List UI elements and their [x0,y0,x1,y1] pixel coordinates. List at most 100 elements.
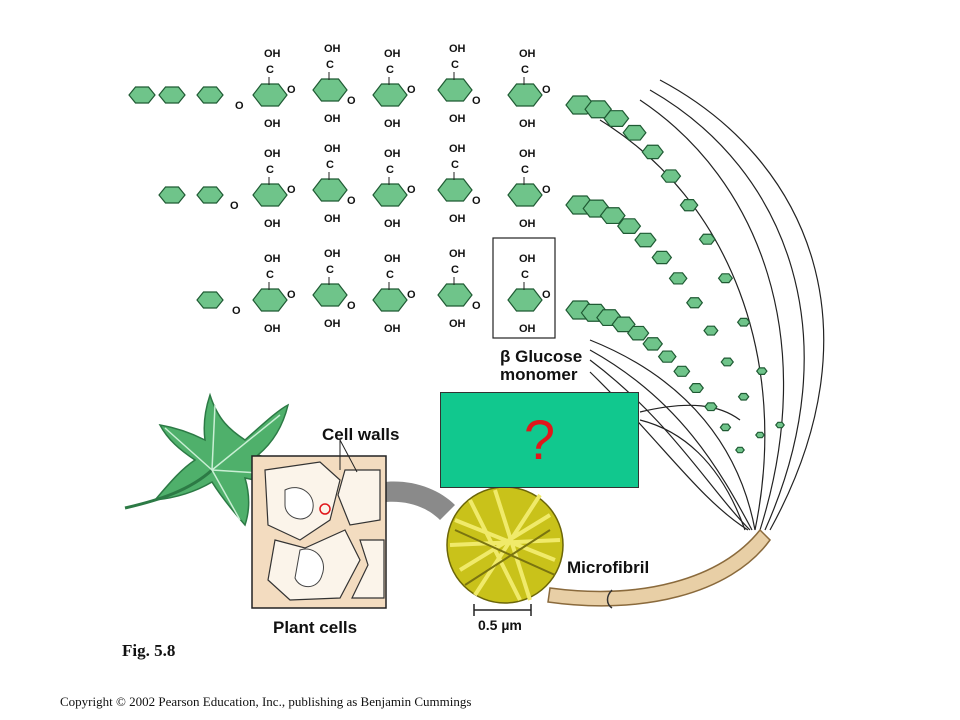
atom-oh: OH [324,213,341,225]
scale-label: 0.5 µm [478,617,522,633]
atom-o: O [347,195,356,207]
glucose-ring [507,183,543,207]
glucose-ring [617,218,642,234]
atom-o: O [287,84,296,96]
glucose-ring [128,86,156,104]
leaf-icon [124,392,302,527]
atom-oh: OH [324,43,341,55]
atom-oh: OH [384,323,401,335]
atom-labels: O OH C OH O OH C OH O OH C OH O OH C OH O OH C OH O O OH C OH O OH… [230,43,551,335]
glucose-ring [437,178,473,202]
glucose-ring [720,357,735,367]
atom-c: C [521,64,529,76]
atom-oh: OH [449,113,466,125]
atom-o: O [407,84,416,96]
atom-oh: OH [264,218,281,230]
atom-oh: OH [264,323,281,335]
glucose-ring [673,365,691,377]
glucose-ring [437,283,473,307]
microfibril-label: Microfibril [567,558,650,577]
atom-oh: OH [264,118,281,130]
atom-oh: OH [449,248,466,260]
glucose-ring [372,183,408,207]
glucose-ring [312,178,348,202]
atom-oh: OH [384,253,401,265]
atom-c: C [451,59,459,71]
atom-o: O [347,95,356,107]
glucose-ring [660,169,682,183]
micrograph-image [446,486,564,604]
atom-o: O [542,84,551,96]
atom-o: O [407,289,416,301]
plant-cells-label: Plant cells [273,618,358,637]
glucose-ring [312,283,348,307]
glucose-ring [704,402,718,412]
atom-c: C [521,269,529,281]
glucose-ring [686,297,704,309]
atom-oh: OH [449,143,466,155]
cell-walls-label: Cell walls [322,425,400,444]
glucose-ring [611,316,636,333]
glucose-ring [158,186,186,204]
atom-c: C [451,264,459,276]
glucose-ring [158,86,186,104]
glucose-ring [372,288,408,312]
atom-oh: OH [519,118,536,130]
glucose-ring [755,367,768,375]
glucose-ring [736,317,751,327]
glucose-ring [737,392,750,401]
atom-oh: OH [264,253,281,265]
glucose-ring [252,83,288,107]
atom-o: O [407,184,416,196]
atom-c: C [326,264,334,276]
atom-oh: OH [324,113,341,125]
glucose-ring [372,83,408,107]
glucose-ring [651,250,673,265]
glucose-ring [196,86,224,104]
glucose-monomer-label: β Glucose monomer [500,348,582,384]
glucose-ring [196,186,224,204]
atom-o: O [472,300,481,312]
glucose-ring [252,288,288,312]
glucose-ring [603,110,630,128]
glucose-label-line2: monomer [500,365,578,384]
glucose-label-line1: β Glucose [500,347,583,366]
glucose-ring [507,288,543,312]
atom-o: O [235,100,244,112]
glucose-ring [622,124,647,141]
atom-c: C [386,164,394,176]
atom-oh: OH [324,318,341,330]
atom-c: C [266,269,274,281]
atom-c: C [266,164,274,176]
atom-c: C [326,59,334,71]
atom-oh: OH [519,148,536,160]
glucose-ring [584,100,613,119]
glucose-ring [679,199,699,212]
glucose-ring [668,272,688,285]
glucose-ring [641,144,664,160]
copyright-text: Copyright © 2002 Pearson Education, Inc.… [60,694,472,709]
atom-o: O [347,300,356,312]
glucose-ring [507,83,543,107]
cellulose-chains [128,72,785,454]
figure-label: Fig. 5.8 [122,641,176,660]
atom-oh: OH [519,48,536,60]
question-box: ? [440,392,639,488]
atom-c: C [326,159,334,171]
glucose-ring [719,423,732,432]
glucose-ring [755,431,765,439]
glucose-ring [735,446,745,454]
glucose-ring [703,325,719,336]
atom-oh: OH [324,248,341,260]
question-mark: ? [523,408,556,471]
atom-c: C [266,64,274,76]
atom-oh: OH [324,143,341,155]
atom-c: C [386,269,394,281]
glucose-ring [688,382,704,394]
atom-oh: OH [519,253,536,265]
glucose-ring [599,207,626,225]
glucose-ring [196,291,224,309]
atom-oh: OH [519,218,536,230]
glucose-ring [642,337,664,351]
